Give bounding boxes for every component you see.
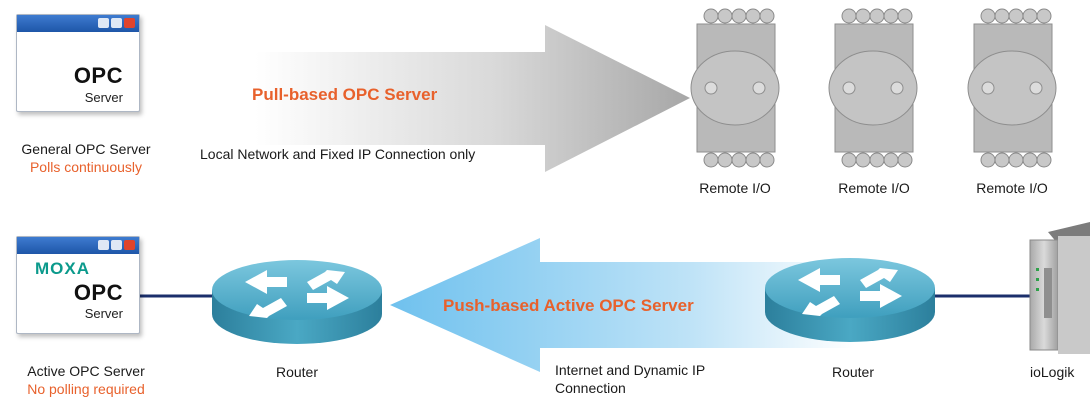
opc-title: OPC (73, 280, 123, 305)
remote-io-module-2 (828, 8, 918, 168)
maximize-icon (111, 18, 122, 28)
active-opc-server-label: Active OPC Server (27, 363, 145, 379)
iologik-label: ioLogik (1030, 364, 1075, 380)
general-opc-server-note: Polls continuously (29, 159, 143, 175)
opc-server-window-icon: OPC Server (16, 14, 140, 112)
pull-arrow (255, 25, 690, 172)
remote-io-module-1 (690, 8, 780, 168)
router-left-icon (212, 260, 382, 344)
active-opc-server-note: No polling required (27, 381, 145, 397)
moxa-logo: MOXA (35, 259, 90, 278)
minimize-icon (98, 18, 109, 28)
router-right-icon (765, 258, 935, 342)
remote-io-label-1: Remote I/O (699, 180, 771, 196)
remote-io-label-3: Remote I/O (976, 180, 1048, 196)
opc-subtitle: Server (84, 90, 123, 105)
push-arrow-caption-line1: Internet and Dynamic IP (555, 362, 706, 378)
active-opc-server-window-icon: MOXA OPC Server (16, 236, 140, 334)
window-titlebar (17, 237, 139, 254)
window-titlebar (17, 15, 139, 32)
remote-io-label-2: Remote I/O (838, 180, 910, 196)
push-arrow-caption-line2: Connection (555, 380, 626, 396)
router-right-label: Router (831, 364, 875, 380)
pull-arrow-title: Pull-based OPC Server (252, 85, 438, 104)
push-arrow (390, 238, 855, 372)
opc-subtitle: Server (84, 306, 123, 321)
minimize-icon (98, 240, 109, 250)
maximize-icon (111, 240, 122, 250)
remote-io-module-3 (967, 8, 1057, 168)
close-icon (124, 240, 135, 250)
opc-title: OPC (73, 63, 123, 88)
router-left-label: Router (275, 364, 319, 380)
general-opc-server-label: General OPC Server (21, 141, 151, 157)
iologik-device-icon (1029, 222, 1090, 354)
close-icon (124, 18, 135, 28)
pull-arrow-caption: Local Network and Fixed IP Connection on… (200, 146, 476, 162)
push-arrow-title: Push-based Active OPC Server (443, 296, 694, 315)
